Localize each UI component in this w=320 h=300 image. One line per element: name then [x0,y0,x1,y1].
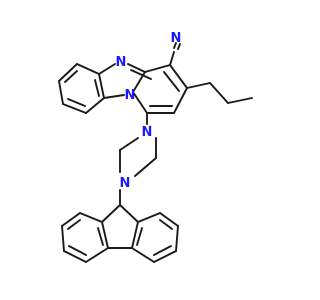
bond [132,91,148,114]
bond [79,212,103,223]
bond [63,250,87,263]
bond [136,227,143,246]
bond [98,73,105,99]
bond [159,219,173,230]
bond [127,63,146,73]
bond [58,80,64,105]
bonds [58,42,253,263]
bond [144,64,171,73]
bond [186,82,211,89]
atom-n-nitrile: N [171,31,182,46]
bond [97,227,104,246]
bond [134,157,157,177]
bond [119,204,139,223]
atom-n-bridge: N [125,88,136,103]
bond [101,204,121,223]
bond [64,70,78,83]
bond [67,98,86,107]
bond [61,212,81,227]
bond [94,79,100,97]
bond [67,219,81,230]
bond [137,212,161,223]
bond [163,71,180,92]
atom-n-imidazole: N [116,55,127,70]
bond [173,87,188,114]
bond [103,94,125,99]
bond [119,137,139,151]
bond [131,221,139,249]
bond [227,97,253,104]
bond [177,43,181,50]
bond [101,221,109,249]
molecule-structure: N N N N N [58,31,253,263]
atom-labels: N N N N N [116,31,182,191]
atom-n-piperazine-bottom: N [120,176,131,191]
bond [68,245,87,256]
bond [62,103,87,114]
bond [153,245,172,256]
bond [175,225,179,252]
bond [173,42,177,49]
bond [169,64,188,89]
bond [58,63,78,82]
bond [76,63,100,75]
bond [169,51,175,66]
bond [130,69,152,80]
bond [153,250,177,263]
atom-n-piperazine-top: N [142,125,153,140]
bond [61,225,65,252]
bond [131,247,155,263]
bond [159,212,179,227]
bond [85,97,105,114]
bond [98,63,116,75]
bond [85,247,109,263]
bond [209,82,229,104]
